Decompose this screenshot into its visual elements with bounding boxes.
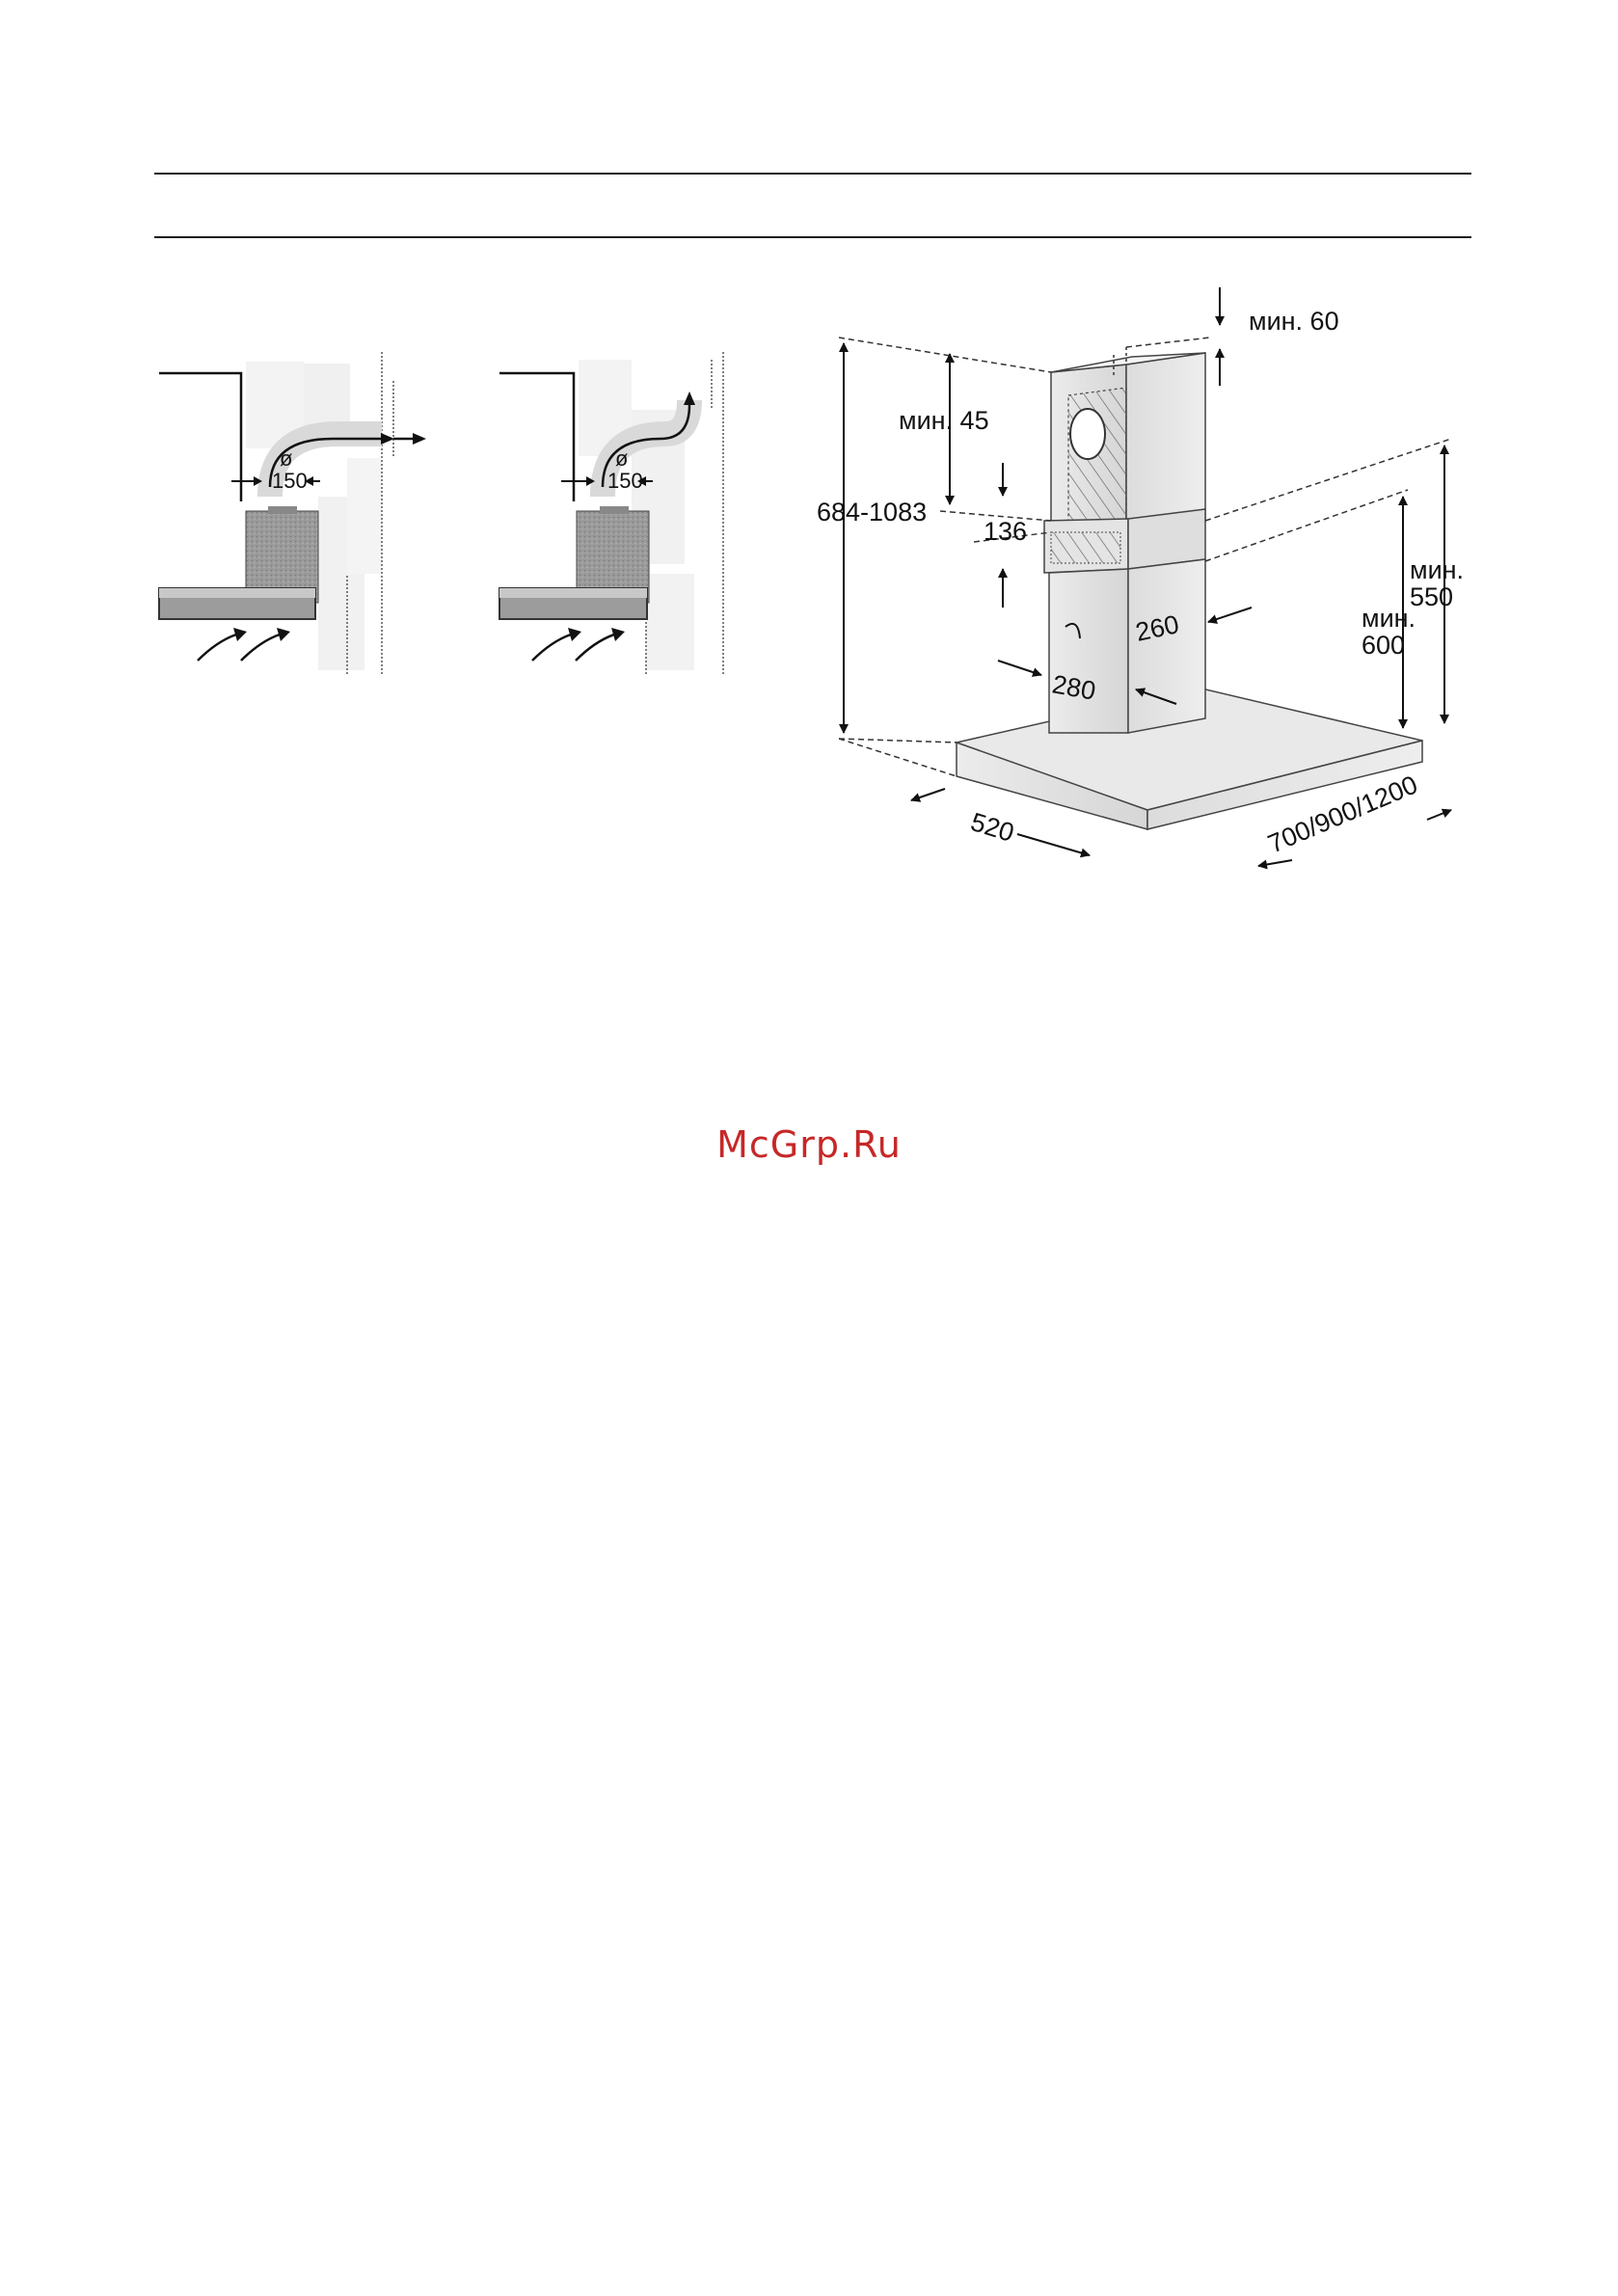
dim-label-min-45: мин. 45 <box>899 406 989 435</box>
chimney-hood-dimension-diagram: мин. 60 мин. 45 684-1083 136 мин. 550 ми… <box>820 280 1495 878</box>
dim-label-min-60: мин. 60 <box>1249 307 1339 336</box>
dim-label-min-550-line1: мин. <box>1410 555 1464 584</box>
duct-up-diameter-value: 150 <box>607 469 643 493</box>
dim-label-520: 520 <box>967 807 1017 848</box>
duct-diameter-symbol: ø <box>280 446 292 471</box>
duct-wall-exhaust-diagram: ø 150 <box>154 352 444 685</box>
watermark-text: McGrp.Ru <box>0 1123 1618 1166</box>
header-rule-top <box>154 173 1471 175</box>
duct-diameter-value: 150 <box>272 469 308 493</box>
dim-label-height-range: 684-1083 <box>817 498 927 527</box>
dim-label-min-600-line1: мин. <box>1362 604 1416 633</box>
dim-label-min-550-line2: 550 <box>1410 582 1453 611</box>
duct-up-exhaust-diagram: ø 150 <box>492 352 762 685</box>
dim-label-136: 136 <box>984 517 1027 546</box>
header-rule-bottom <box>154 236 1471 238</box>
dim-label-min-600-line2: 600 <box>1362 631 1405 660</box>
duct-up-diameter-symbol: ø <box>615 446 628 471</box>
